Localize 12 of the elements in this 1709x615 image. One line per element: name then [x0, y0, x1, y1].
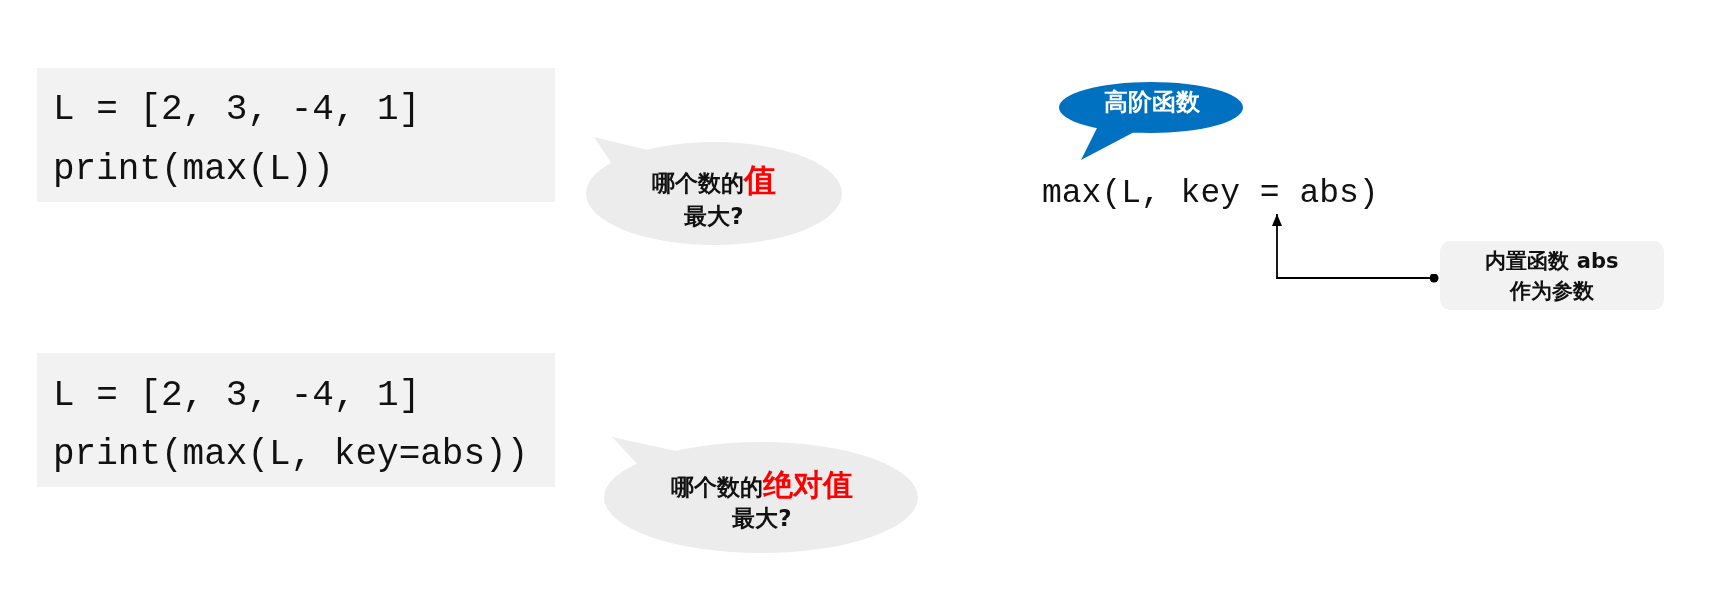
bubble-text: 哪个数的绝对值最大? — [670, 468, 854, 532]
leader-arrow — [1272, 213, 1439, 283]
code-line: print(max(L, key=abs)) — [53, 434, 529, 476]
code-text: max(L, key = abs) — [1042, 175, 1379, 213]
bubble-text: 哪个数的值最大? — [651, 163, 777, 230]
code-line: print(max(L)) — [53, 149, 334, 191]
bubble-text: 高阶函数 — [1104, 87, 1200, 117]
code-line: L = [2, 3, -4, 1] — [53, 375, 421, 417]
speech-bubble — [1059, 82, 1243, 160]
code-line: L = [2, 3, -4, 1] — [53, 89, 421, 131]
note-box — [1440, 241, 1664, 310]
note-text: 内置函数 abs 作为参数 — [1484, 247, 1620, 305]
